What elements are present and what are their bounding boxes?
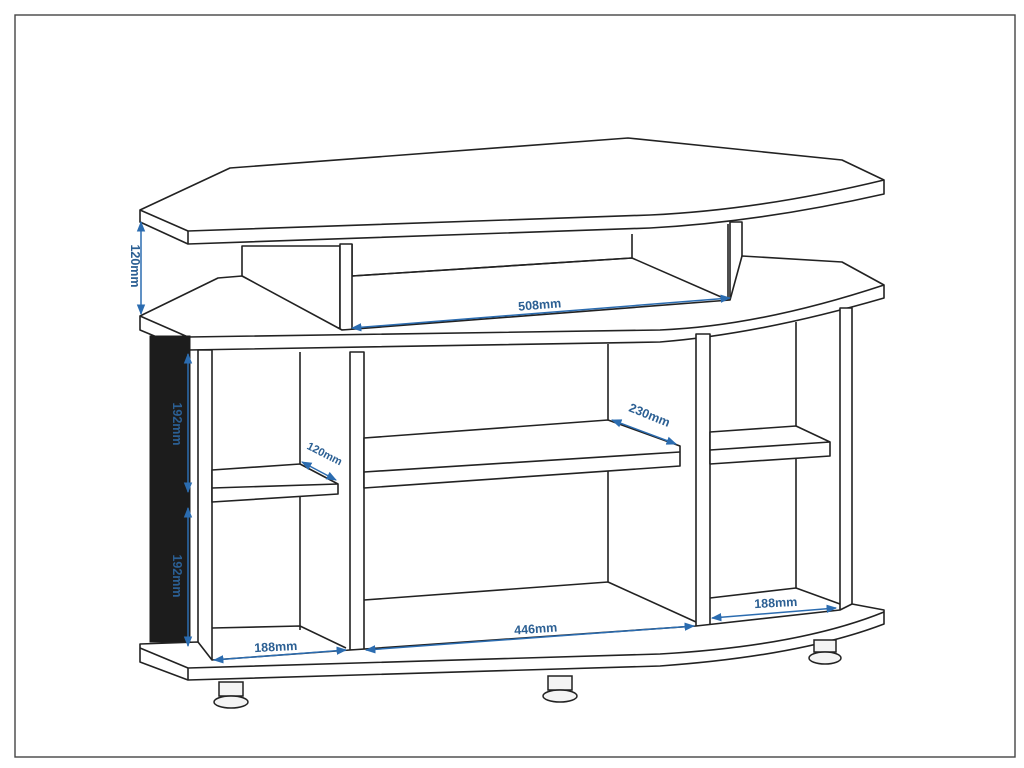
divider-left [349, 351, 365, 651]
dim-label-top-shelf-height: 120mm [128, 244, 142, 287]
left-side-dark [149, 335, 191, 643]
dim-label-left-shelf-depth: 120mm [305, 440, 344, 468]
dim-label-center-bottom-width: 446mm [514, 621, 558, 638]
dimension-lines [136, 220, 838, 664]
page-border [14, 14, 1016, 758]
left-end-panel [197, 349, 213, 663]
top-post-left [339, 243, 353, 331]
foot-right [808, 639, 842, 665]
right-end-panel [839, 307, 853, 613]
dim-label-left-upper-height: 192mm [170, 402, 184, 445]
right-shelf [709, 425, 831, 465]
tv-stand-drawing [139, 137, 885, 709]
dim-label-top-inner-width: 508mm [518, 296, 562, 313]
center-shelf [363, 419, 681, 489]
dim-label-center-shelf-depth: 230mm [627, 401, 672, 430]
left-shelf [211, 463, 339, 503]
dim-label-left-lower-height: 192mm [170, 554, 184, 597]
dim-label-left-bottom-width: 188mm [254, 639, 298, 655]
foot-middle [542, 675, 578, 703]
foot-left [213, 681, 249, 709]
divider-right [695, 333, 711, 627]
top-board [139, 137, 885, 245]
dim-label-right-bottom-width: 188mm [754, 595, 798, 611]
